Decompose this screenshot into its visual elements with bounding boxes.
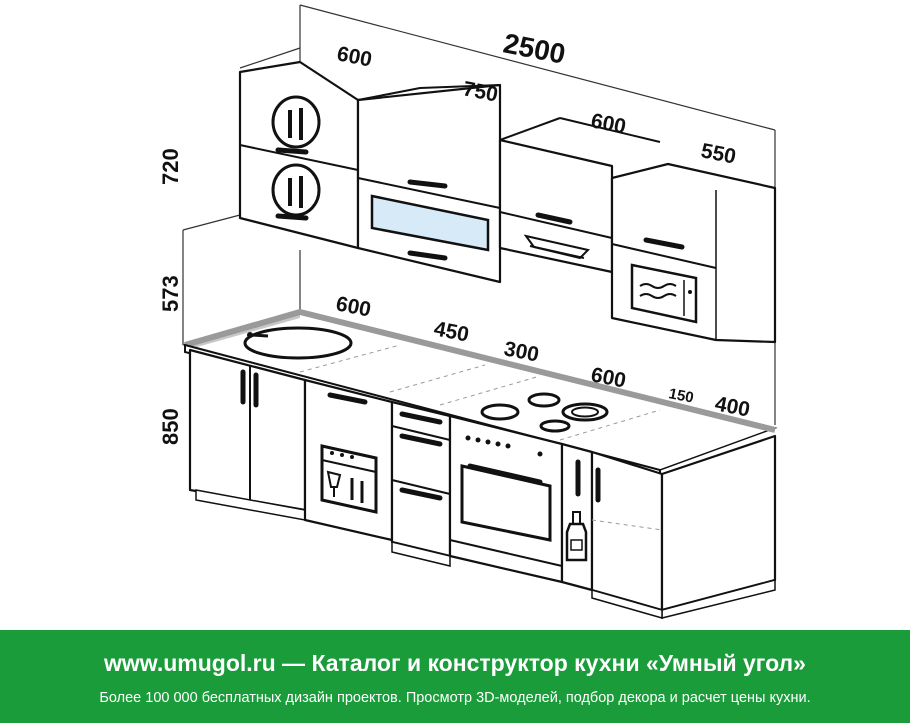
bottle-icon (565, 511, 588, 562)
lower-cabinet-2 (303, 378, 394, 542)
footer-subtitle: Более 100 000 бесплатных дизайн проектов… (99, 690, 811, 706)
footer-banner: www.umugol.ru — Каталог и конструктор ку… (0, 630, 910, 723)
oven-cabinet (448, 414, 564, 584)
dim-height-gap: 573 (158, 275, 183, 312)
sink-icon (243, 326, 353, 360)
footer-title-link[interactable]: www.umugol.ru — Каталог и конструктор ку… (104, 650, 806, 676)
upper-cabinet-4 (610, 162, 777, 344)
dim-total-width: 2500 (501, 27, 568, 69)
upper-cabinet-1 (238, 60, 360, 250)
dim-height-upper: 720 (158, 148, 183, 185)
dishwasher-icon (320, 444, 378, 514)
cutlery-icon (271, 163, 321, 217)
lower-cabinet-1 (188, 348, 307, 521)
dim-lower-2: 450 (432, 317, 471, 346)
range-hood-icon (523, 234, 590, 260)
bottle-cabinet (560, 442, 594, 592)
upper-cabinet-2 (356, 83, 502, 284)
cutlery-icon (271, 95, 321, 149)
cooktop-icon (480, 392, 609, 433)
lower-cabinet-end (590, 434, 777, 619)
dim-upper-3: 600 (589, 109, 628, 138)
dimension-labels: 2500 600 750 600 550 600 450 300 600 150… (158, 27, 752, 445)
dim-upper-1: 600 (335, 42, 374, 71)
dim-lower-5: 150 (667, 385, 695, 406)
dim-height-base: 850 (158, 408, 183, 445)
glass-cabinet-icon (370, 194, 490, 252)
dim-upper-4: 550 (699, 139, 738, 168)
lower-cabinet-drawers (390, 400, 452, 567)
oven-icon (449, 435, 563, 567)
kitchen-drawing: 2500 600 750 600 550 600 450 300 600 150… (158, 4, 778, 619)
microwave-icon (630, 263, 698, 324)
dim-lower-1: 600 (334, 292, 373, 321)
wall-outline (182, 4, 776, 425)
